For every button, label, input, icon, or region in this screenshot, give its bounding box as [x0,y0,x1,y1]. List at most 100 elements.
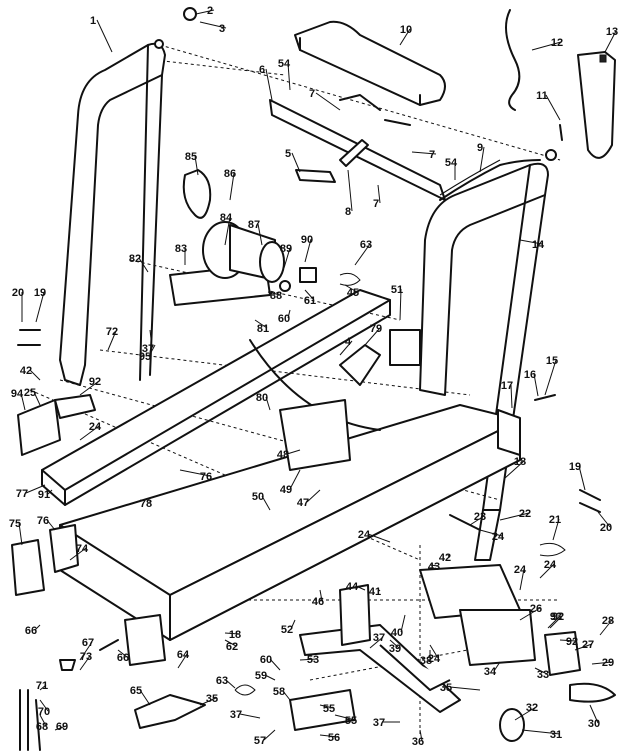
part-number-label-3: 3 [219,23,225,35]
part-number-label-83: 83 [175,243,187,255]
callout-leader-49 [289,469,301,490]
callout-leader-30 [589,704,599,724]
part-number-label-87: 87 [248,219,260,231]
callout-leader-22 [499,512,530,521]
part-number-label-48: 48 [277,449,289,461]
part-number-label-95: 95 [139,351,151,363]
callout-leader-51 [399,288,402,321]
part-number-label-35: 35 [440,682,452,694]
callout-leader-20 [597,511,611,528]
callout-leader-13 [604,30,617,53]
callout-leader-48 [286,449,301,455]
part-number-label-15: 15 [546,355,558,367]
callout-leader-14 [519,239,543,245]
callout-leader-25 [33,391,41,406]
part-number-label-17: 17 [501,380,513,392]
callout-leader-24 [519,568,525,591]
part-number-label-1: 1 [90,15,96,27]
callout-leader-29 [591,661,613,665]
callout-leader-1 [96,19,113,53]
callout-leader-28 [599,619,613,636]
part-number-label-81: 81 [257,323,269,335]
part-number-label-62: 62 [226,641,238,653]
part-number-label-24: 24 [89,421,102,433]
end-caps [11,524,166,666]
part-number-label-8: 8 [345,206,351,218]
callout-leader-58 [282,690,291,701]
callout-leader-77 [25,484,46,494]
callout-leader-18 [504,460,525,479]
callout-leader-45 [344,284,358,293]
callout-leader-3 [199,21,227,29]
part-number-label-55: 55 [323,703,335,715]
callout-leader-88 [267,291,281,296]
callout-leader-7 [411,151,437,155]
callout-leader-80 [265,396,271,411]
callout-leader-73 [79,655,91,671]
part-number-label-25: 25 [24,387,36,399]
part-number-label-93: 93 [550,611,562,623]
callout-leader-92 [79,380,100,396]
callout-leader-35 [449,686,481,691]
callout-leader-8 [347,169,353,212]
part-number-label-76: 76 [200,471,212,483]
callout-leader-66 [117,649,128,658]
part-number-label-84: 84 [220,212,233,224]
callout-leader-86 [229,172,235,201]
part-number-label-18: 18 [229,629,241,641]
part-number-label-60: 60 [278,313,290,325]
callout-leader-95 [148,344,156,357]
callout-leader-23 [469,515,485,526]
callout-leader-6 [265,68,273,101]
part-number-label-19: 19 [569,461,581,473]
hardware-screws-and-bolts [17,7,601,751]
part-number-label-54: 54 [278,58,291,70]
part-number-label-85: 85 [185,151,197,163]
part-number-label-27: 27 [582,639,594,651]
callout-leader-66 [34,624,41,631]
callout-leader-16 [533,373,539,397]
crossbar-and-console [269,20,446,201]
callout-leader-68 [39,714,47,727]
part-number-label-20: 20 [12,287,24,299]
part-number-label-86: 86 [224,168,236,180]
part-number-label-82: 82 [129,253,141,265]
callout-leader-65 [139,689,151,706]
part-number-label-59: 59 [255,670,267,682]
part-number-callouts: 1234567778910111213141516171818191920202… [9,5,618,748]
callout-leader-24 [429,644,439,659]
part-number-label-74: 74 [76,543,89,555]
part-number-label-24: 24 [514,564,527,576]
callout-leader-90 [304,238,312,263]
callout-leader-67 [79,641,93,661]
callout-leader-31 [521,729,561,735]
part-number-label-9: 9 [477,142,483,154]
part-number-label-12: 12 [551,37,563,49]
part-number-label-73: 73 [80,651,92,663]
callout-leader-26 [519,607,541,621]
callout-leader-60 [269,658,281,671]
part-number-label-7: 7 [309,88,315,100]
callout-leader-55 [334,714,356,721]
part-number-label-68: 68 [36,721,48,733]
part-number-label-92: 92 [89,376,101,388]
part-number-label-57: 57 [254,735,266,747]
callout-leader-79 [364,327,381,346]
part-number-label-50: 50 [252,491,264,503]
callout-leader-56 [319,734,339,738]
part-number-label-55: 55 [345,715,357,727]
part-number-label-23: 23 [474,511,486,523]
part-number-label-63: 63 [216,675,228,687]
callout-leader-41 [378,589,381,592]
callout-leader-12 [531,41,562,51]
part-number-label-24: 24 [492,531,505,543]
part-number-label-24: 24 [358,529,371,541]
callout-leader-74 [69,547,87,561]
callout-leader-19 [35,291,45,323]
callout-leader-11 [545,94,561,121]
callout-leader-60 [287,309,291,319]
part-number-label-77: 77 [16,488,28,500]
callout-leader-9 [479,146,485,173]
